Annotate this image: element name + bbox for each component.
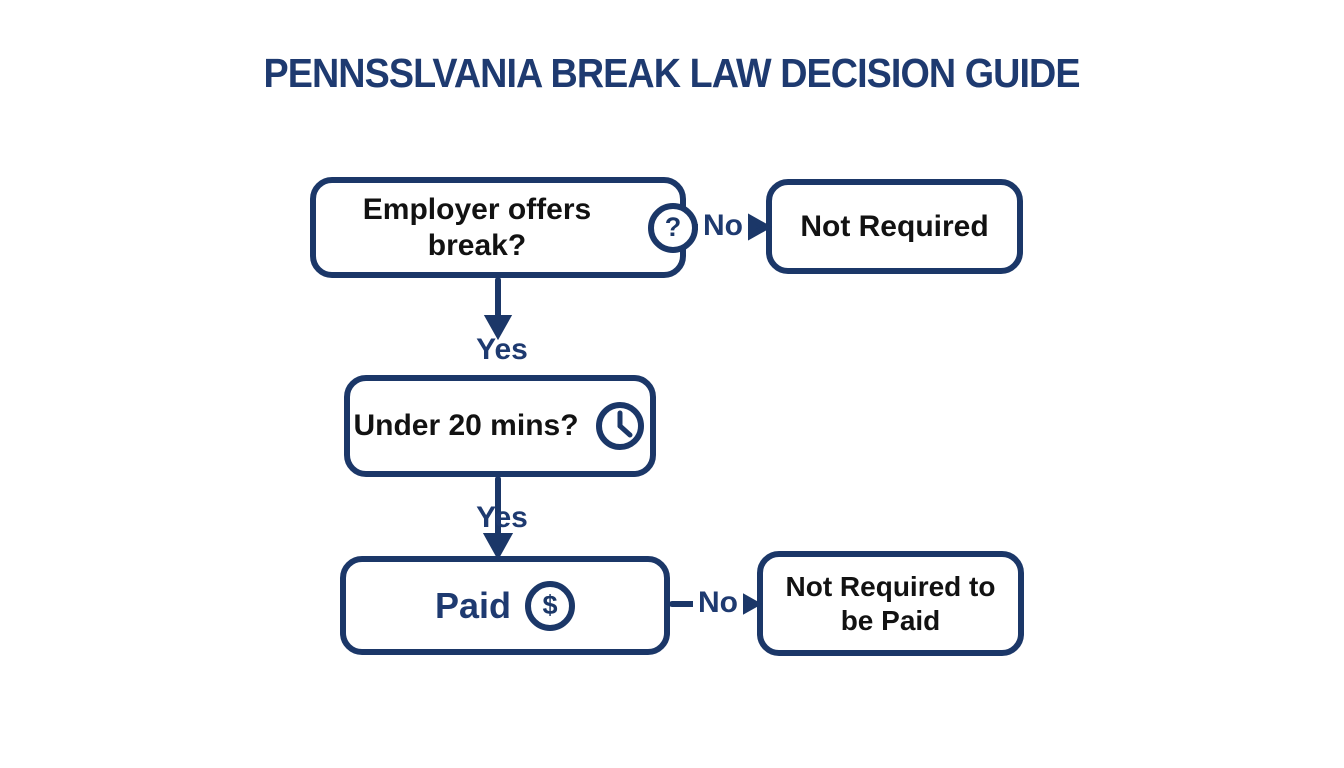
arrowhead-q1-no bbox=[747, 212, 773, 242]
arrowhead-q1-yes bbox=[483, 315, 513, 341]
node-employer-offers-break: Employer offers break? ? bbox=[310, 177, 698, 278]
arrowhead-q2-yes bbox=[482, 533, 514, 561]
node-paid: Paid $ bbox=[340, 556, 670, 655]
edge-label-yes: Yes bbox=[476, 333, 528, 366]
edge-label-no: No bbox=[693, 586, 743, 620]
node-label: Under 20 mins? bbox=[353, 409, 579, 442]
node-label: Not Required bbox=[800, 209, 989, 243]
node-label: Paid bbox=[434, 584, 512, 626]
page-title-text: PENNSSLVANIA BREAK LAW DECISION GUIDE bbox=[263, 50, 1081, 96]
edge-label-no: No bbox=[698, 209, 748, 243]
page-title: PENNSSLVANIA BREAK LAW DECISION GUIDE bbox=[0, 50, 1344, 97]
edge-label-yes: Yes bbox=[476, 501, 528, 534]
node-under-20-mins: Under 20 mins? bbox=[344, 375, 656, 477]
clock-icon bbox=[595, 402, 644, 450]
dollar-icon: $ bbox=[525, 580, 576, 631]
node-label: Employer offers break? bbox=[362, 192, 592, 262]
node-not-required-to-be-paid: Not Required to be Paid bbox=[757, 551, 1024, 656]
question-mark-icon: ? bbox=[648, 202, 698, 253]
dollar-glyph: $ bbox=[542, 590, 558, 620]
node-label: Not Required to be Paid bbox=[785, 570, 996, 636]
node-not-required: Not Required bbox=[766, 179, 1023, 274]
question-mark-glyph: ? bbox=[664, 212, 682, 242]
